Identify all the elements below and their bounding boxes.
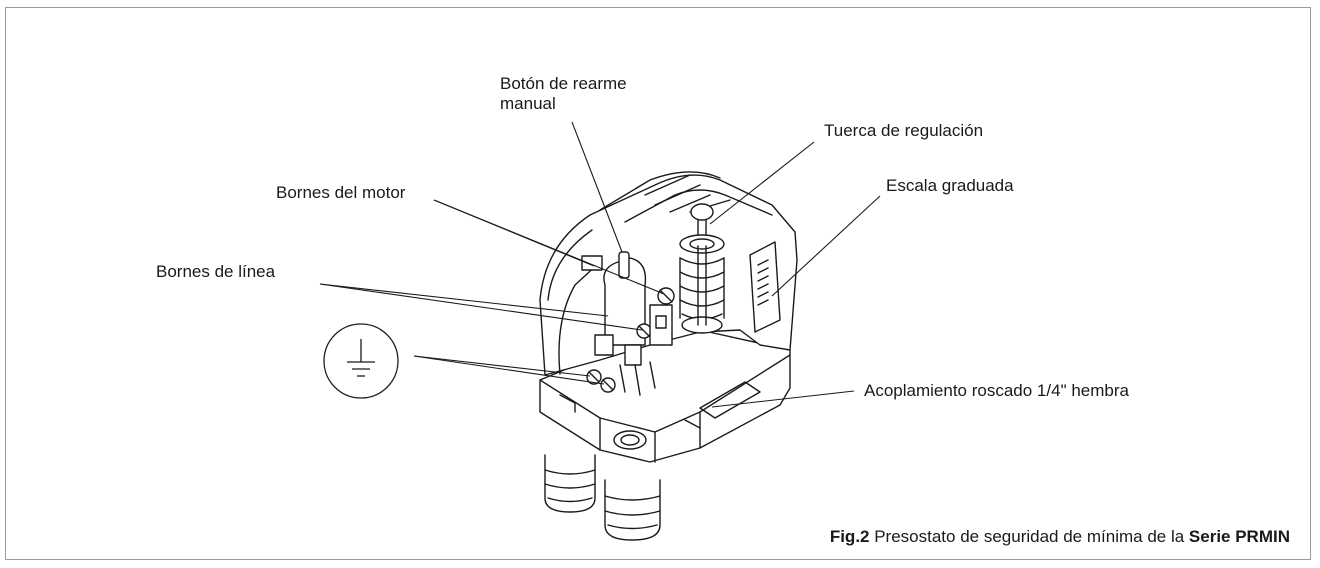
leader-motor-terminals-b (433, 199, 665, 295)
caption-figure-number: Fig.2 (829, 527, 870, 546)
leader-line-terminals-a (319, 283, 609, 317)
label-line-terminals: Bornes de línea (156, 262, 276, 281)
leader-adjust-nut (709, 141, 815, 225)
label-adjust-nut: Tuerca de regulación (824, 121, 984, 140)
spring-assembly (679, 203, 725, 334)
figure-caption: Fig.2 Presostato de seguridad de mínima … (830, 527, 1290, 547)
label-reset-button-line2: manual (500, 94, 556, 113)
figure-frame (5, 7, 1311, 560)
leader-graduated-scale (771, 195, 881, 297)
leader-ground-a (413, 355, 591, 377)
cable-glands (544, 454, 661, 541)
leader-lines (319, 121, 881, 408)
base-plate (539, 329, 791, 463)
label-reset-button-line1: Botón de rearme (500, 74, 627, 93)
earth-ground-icon (323, 323, 399, 399)
caption-series-name: Serie PRMIN (1188, 527, 1290, 546)
leader-line-terminals-b (319, 283, 643, 331)
leader-ground-b (413, 355, 605, 385)
pressure-switch-drawing (539, 171, 798, 541)
label-motor-terminals: Bornes del motor (276, 183, 406, 202)
terminal-block (581, 251, 675, 396)
leader-coupling (711, 390, 855, 408)
label-graduated-scale: Escala graduada (886, 176, 1014, 195)
label-threaded-coupling: Acoplamiento roscado 1/4" hembra (864, 381, 1129, 400)
caption-text: Presostato de seguridad de mínima de la (869, 527, 1189, 546)
leader-reset-button (571, 121, 623, 253)
scale-plate (749, 241, 781, 333)
